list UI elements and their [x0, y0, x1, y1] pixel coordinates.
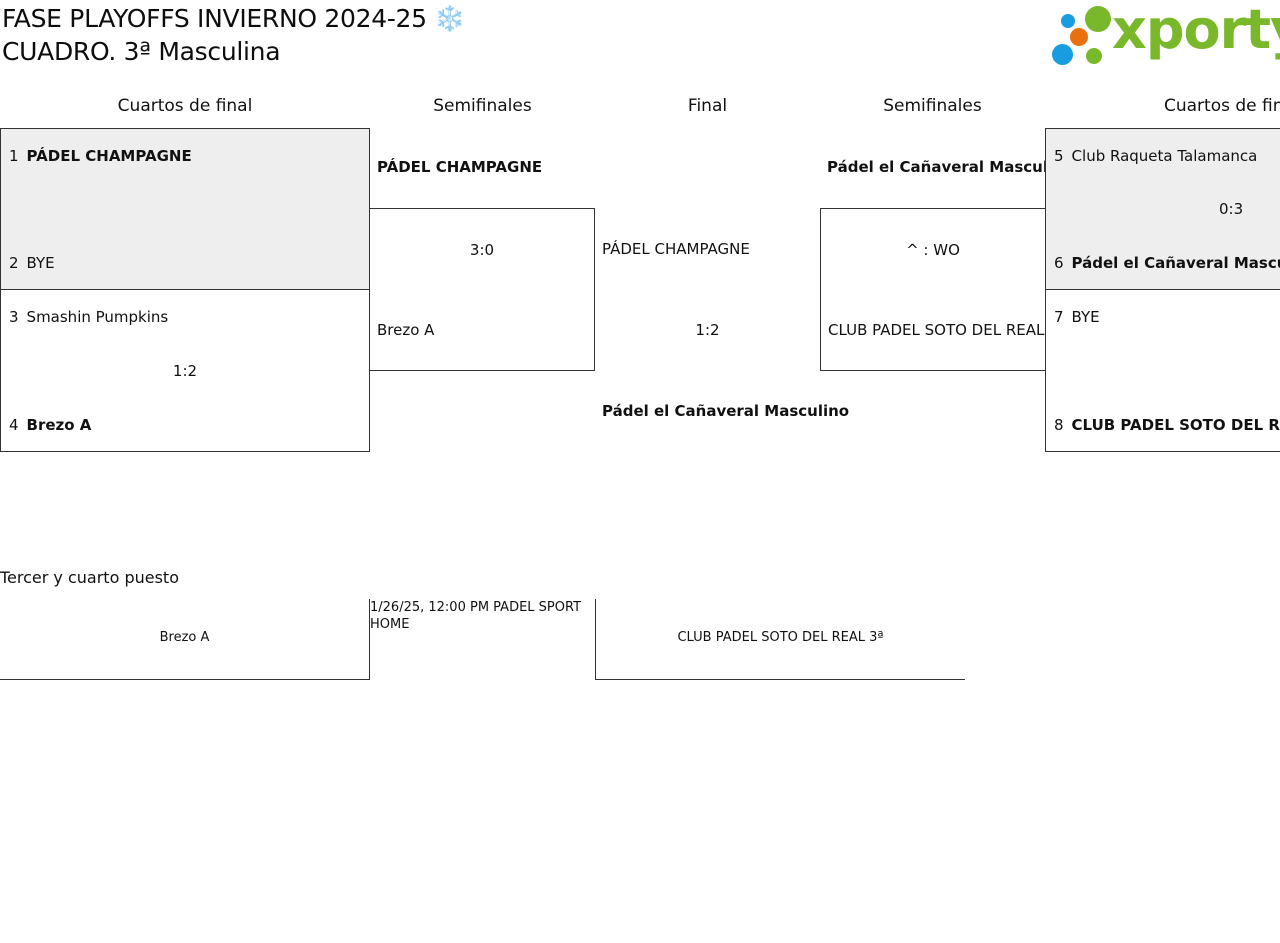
match-team-a: 1 PÁDEL CHAMPAGNE [9, 147, 192, 165]
final-winner: Pádel el Cañaveral Masculino [602, 402, 850, 420]
third-place-team-b: CLUB PADEL SOTO DEL REAL 3ª [677, 630, 884, 645]
logo-dot-blue-icon [1061, 14, 1075, 28]
third-place-title: Tercer y cuarto puesto [0, 568, 179, 587]
team-name: CLUB PADEL SOTO DEL REAL 3ª [1071, 416, 1280, 434]
team-name: Pádel el Cañaveral Masculino [1071, 254, 1280, 272]
match-team-b: 4 Brezo A [9, 416, 91, 434]
seed-number: 8 [1054, 416, 1064, 434]
seed-number: 7 [1054, 308, 1064, 326]
match-team-b: 8 CLUB PADEL SOTO DEL REAL 3ª [1054, 416, 1280, 434]
logo-text: xporty [1112, 0, 1280, 61]
round-header-final: Final [687, 96, 728, 116]
left-semi-team-a: PÁDEL CHAMPAGNE [377, 158, 543, 176]
logo-dot-blue-large-icon [1052, 44, 1073, 65]
right-semi-team-b: CLUB PADEL SOTO DEL REAL 3ª [828, 321, 1046, 339]
match-team-b: 2 BYE [9, 254, 55, 272]
final-score: 1:2 [695, 321, 720, 339]
seed-number: 1 [9, 147, 19, 165]
left-semi-team-b: Brezo A [377, 321, 435, 339]
right-quarter-match-2[interactable]: 7 BYE 8 CLUB PADEL SOTO DEL REAL 3ª [1045, 289, 1280, 452]
match-team-a: 7 BYE [1054, 308, 1100, 326]
seed-number: 2 [9, 254, 19, 272]
third-place-team-a-cell[interactable]: Brezo A [0, 599, 370, 680]
round-header-right-semis: Semifinales [883, 96, 982, 116]
round-header-right-quarters: Cuartos de final [1164, 96, 1280, 116]
right-semi-match[interactable]: ^ : WO CLUB PADEL SOTO DEL REAL 3ª [820, 208, 1046, 371]
title-line-1: FASE PLAYOFFS INVIERNO 2024-25 ❄️ [2, 4, 466, 33]
seed-number: 3 [9, 308, 19, 326]
team-name: BYE [26, 254, 55, 272]
right-semi-team-a: Pádel el Cañaveral Masculino [827, 158, 1045, 176]
match-team-b: 6 Pádel el Cañaveral Masculino [1054, 254, 1280, 272]
left-semi-match[interactable]: 3:0 Brezo A [369, 208, 595, 371]
team-name: Smashin Pumpkins [26, 308, 169, 326]
title-line-2: CUADRO. 3ª Masculina [2, 37, 281, 66]
seed-number: 6 [1054, 254, 1064, 272]
right-quarter-match-1[interactable]: 5 Club Raqueta Talamanca 0:3 6 Pádel el Ca… [1045, 128, 1280, 290]
left-quarter-match-2[interactable]: 3 Smashin Pumpkins 1:2 4 Brezo A [0, 289, 370, 452]
page-title: FASE PLAYOFFS INVIERNO 2024-25 ❄️ CUADRO… [2, 2, 466, 68]
left-quarter-match-1[interactable]: 1 PÁDEL CHAMPAGNE 2 BYE [0, 128, 370, 290]
round-header-left-quarters: Cuartos de final [117, 96, 253, 116]
team-name: PÁDEL CHAMPAGNE [26, 147, 192, 165]
match-score: 3:0 [469, 241, 495, 259]
team-name: Brezo A [26, 416, 92, 434]
logo-dot-green-small-icon [1086, 48, 1102, 64]
third-place-team-a: Brezo A [159, 630, 210, 645]
match-score: 1:2 [172, 362, 198, 380]
match-team-a: 3 Smashin Pumpkins [9, 308, 168, 326]
match-team-a: 5 Club Raqueta Talamanca [1054, 147, 1257, 165]
final-team-a: PÁDEL CHAMPAGNE [602, 240, 750, 258]
logo-dot-orange-icon [1070, 28, 1088, 46]
round-header-left-semis: Semifinales [433, 96, 532, 116]
team-name: Club Raqueta Talamanca [1071, 147, 1258, 165]
logo-dot-green-icon [1085, 6, 1111, 32]
third-place-team-b-cell[interactable]: CLUB PADEL SOTO DEL REAL 3ª [595, 599, 965, 680]
third-place-match-info: 1/26/25, 12:00 PM PADEL SPORT HOME [370, 600, 582, 632]
xporty-logo: xporty [1050, 0, 1280, 68]
match-score: ^ : WO [906, 241, 960, 259]
seed-number: 4 [9, 416, 19, 434]
seed-number: 5 [1054, 147, 1064, 165]
team-name: BYE [1071, 308, 1100, 326]
match-score: 0:3 [1219, 200, 1244, 218]
